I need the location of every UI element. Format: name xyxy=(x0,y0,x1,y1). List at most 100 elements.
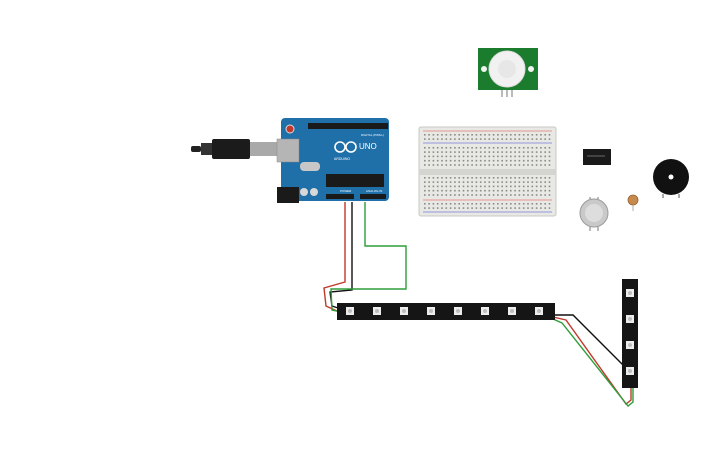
breadboard-hole[interactable] xyxy=(514,138,516,140)
breadboard-hole[interactable] xyxy=(462,189,465,192)
breadboard-hole[interactable] xyxy=(497,177,499,179)
breadboard-hole[interactable] xyxy=(458,189,460,192)
breadboard-hole[interactable] xyxy=(488,185,491,188)
breadboard-hole[interactable] xyxy=(505,177,508,179)
breadboard-hole[interactable] xyxy=(535,189,538,192)
breadboard-hole[interactable] xyxy=(445,138,448,140)
breadboard-hole[interactable] xyxy=(531,189,534,192)
breadboard-hole[interactable] xyxy=(522,207,525,209)
breadboard-hole[interactable] xyxy=(518,185,521,188)
breadboard-hole[interactable] xyxy=(467,207,469,209)
breadboard-hole[interactable] xyxy=(428,134,430,136)
breadboard-hole[interactable] xyxy=(497,185,499,188)
breadboard-hole[interactable] xyxy=(484,177,486,179)
breadboard-hole[interactable] xyxy=(501,189,503,192)
breadboard-hole[interactable] xyxy=(488,177,491,179)
breadboard-hole[interactable] xyxy=(484,155,486,158)
breadboard-hole[interactable] xyxy=(484,159,486,162)
breadboard-hole[interactable] xyxy=(445,151,448,153)
breadboard-hole[interactable] xyxy=(479,177,482,179)
breadboard-hole[interactable] xyxy=(462,164,465,166)
breadboard-hole[interactable] xyxy=(445,181,448,183)
breadboard[interactable] xyxy=(418,126,557,217)
breadboard-hole[interactable] xyxy=(441,159,443,162)
breadboard-hole[interactable] xyxy=(527,134,529,136)
breadboard-hole[interactable] xyxy=(479,138,482,140)
breadboard-hole[interactable] xyxy=(441,194,443,196)
breadboard-hole[interactable] xyxy=(501,181,503,183)
breadboard-hole[interactable] xyxy=(501,177,503,179)
breadboard-hole[interactable] xyxy=(432,177,435,179)
breadboard-hole[interactable] xyxy=(497,138,499,140)
breadboard-hole[interactable] xyxy=(548,189,551,192)
breadboard-hole[interactable] xyxy=(484,194,486,196)
led-strip-vertical[interactable] xyxy=(622,279,638,388)
breadboard-hole[interactable] xyxy=(458,164,460,166)
breadboard-hole[interactable] xyxy=(518,138,521,140)
piezo-buzzer[interactable] xyxy=(653,159,689,198)
breadboard-hole[interactable] xyxy=(527,207,529,209)
breadboard-hole[interactable] xyxy=(510,147,512,149)
breadboard-hole[interactable] xyxy=(479,155,482,158)
breadboard-hole[interactable] xyxy=(424,159,426,162)
breadboard-hole[interactable] xyxy=(544,147,546,149)
breadboard-hole[interactable] xyxy=(531,181,534,183)
breadboard-hole[interactable] xyxy=(492,164,495,166)
breadboard-hole[interactable] xyxy=(522,138,525,140)
breadboard-hole[interactable] xyxy=(544,189,546,192)
breadboard-hole[interactable] xyxy=(535,155,538,158)
breadboard-hole[interactable] xyxy=(488,203,491,205)
breadboard-hole[interactable] xyxy=(518,151,521,153)
breadboard-hole[interactable] xyxy=(514,151,516,153)
breadboard-hole[interactable] xyxy=(479,134,482,136)
breadboard-hole[interactable] xyxy=(492,138,495,140)
breadboard-hole[interactable] xyxy=(548,134,551,136)
breadboard-hole[interactable] xyxy=(505,147,508,149)
breadboard-hole[interactable] xyxy=(522,151,525,153)
breadboard-hole[interactable] xyxy=(531,194,534,196)
breadboard-hole[interactable] xyxy=(454,181,456,183)
breadboard-hole[interactable] xyxy=(436,177,439,179)
breadboard-hole[interactable] xyxy=(484,151,486,153)
breadboard-hole[interactable] xyxy=(497,155,499,158)
breadboard-hole[interactable] xyxy=(548,147,551,149)
breadboard-hole[interactable] xyxy=(471,155,473,158)
breadboard-hole[interactable] xyxy=(535,177,538,179)
breadboard-hole[interactable] xyxy=(514,177,516,179)
breadboard-hole[interactable] xyxy=(531,207,534,209)
breadboard-hole[interactable] xyxy=(432,189,435,192)
breadboard-hole[interactable] xyxy=(527,138,529,140)
breadboard-hole[interactable] xyxy=(449,134,452,136)
breadboard-hole[interactable] xyxy=(505,189,508,192)
breadboard-hole[interactable] xyxy=(540,155,542,158)
breadboard-hole[interactable] xyxy=(505,207,508,209)
breadboard-hole[interactable] xyxy=(467,181,469,183)
breadboard-hole[interactable] xyxy=(449,185,452,188)
breadboard-hole[interactable] xyxy=(488,189,491,192)
breadboard-hole[interactable] xyxy=(432,155,435,158)
breadboard-hole[interactable] xyxy=(454,203,456,205)
breadboard-hole[interactable] xyxy=(548,194,551,196)
breadboard-hole[interactable] xyxy=(514,147,516,149)
breadboard-hole[interactable] xyxy=(458,138,460,140)
breadboard-hole[interactable] xyxy=(492,189,495,192)
wire-green-strip-link[interactable] xyxy=(552,318,634,407)
breadboard-hole[interactable] xyxy=(527,151,529,153)
breadboard-hole[interactable] xyxy=(471,203,473,205)
breadboard-hole[interactable] xyxy=(454,155,456,158)
breadboard-hole[interactable] xyxy=(527,194,529,196)
breadboard-hole[interactable] xyxy=(544,159,546,162)
breadboard-hole[interactable] xyxy=(432,159,435,162)
breadboard-hole[interactable] xyxy=(497,194,499,196)
breadboard-hole[interactable] xyxy=(462,181,465,183)
wire-red-5v[interactable] xyxy=(323,202,346,312)
breadboard-hole[interactable] xyxy=(510,159,512,162)
breadboard-hole[interactable] xyxy=(467,189,469,192)
breadboard-hole[interactable] xyxy=(428,189,430,192)
breadboard-hole[interactable] xyxy=(424,147,426,149)
breadboard-hole[interactable] xyxy=(479,151,482,153)
breadboard-hole[interactable] xyxy=(488,147,491,149)
breadboard-hole[interactable] xyxy=(527,159,529,162)
breadboard-hole[interactable] xyxy=(540,189,542,192)
breadboard-hole[interactable] xyxy=(492,147,495,149)
